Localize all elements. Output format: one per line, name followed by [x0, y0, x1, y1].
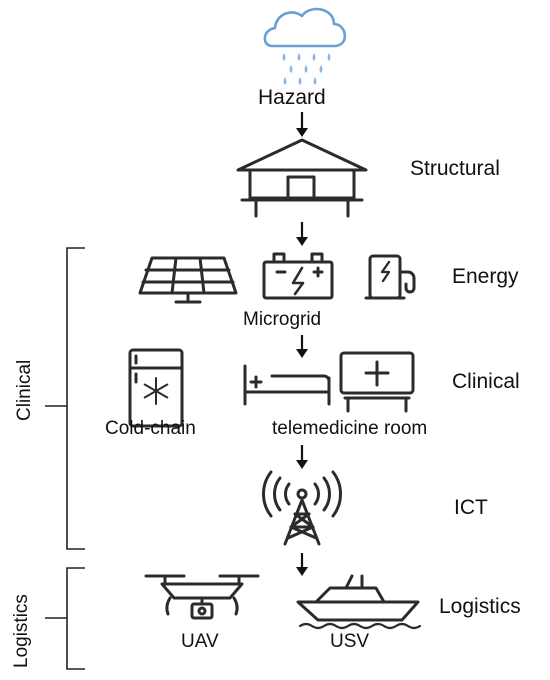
cold-chain-label: Cold-chain — [105, 418, 196, 439]
clinical-bracket — [45, 247, 85, 550]
arrow-clinical-ict — [296, 445, 308, 469]
battery-icon — [262, 252, 334, 300]
hazard-label: Hazard — [258, 86, 326, 109]
logistics-bracket — [45, 567, 85, 670]
arrow-ict-logistics — [296, 553, 308, 576]
solar-panel-icon — [138, 256, 238, 304]
uav-label: UAV — [181, 631, 219, 652]
clinical-stage-label: Clinical — [452, 370, 520, 393]
arrow-structural-energy — [296, 222, 308, 246]
structural-label: Structural — [410, 157, 500, 180]
hospital-bed-icon — [243, 364, 331, 406]
ict-label: ICT — [454, 496, 488, 519]
usv-label: USV — [330, 631, 370, 652]
microgrid-label: Microgrid — [243, 309, 322, 330]
energy-label: Energy — [452, 265, 519, 288]
clinical-bracket-label: Clinical — [14, 359, 35, 421]
arrow-hazard-structural — [296, 112, 308, 137]
arrow-energy-clinical — [296, 335, 308, 358]
radio-tower-icon — [261, 470, 343, 546]
telemedicine-room-label: telemedicine room — [272, 418, 428, 439]
refrigerator-icon — [128, 348, 184, 428]
charging-station-icon — [364, 254, 416, 300]
rain-cloud-icon — [263, 7, 347, 85]
logistics-bracket-label: Logistics — [11, 594, 32, 668]
medical-monitor-icon — [339, 351, 415, 413]
drone-icon — [144, 574, 260, 620]
building-icon — [236, 138, 368, 218]
boat-icon — [296, 574, 422, 630]
logistics-stage-label: Logistics — [439, 595, 521, 618]
